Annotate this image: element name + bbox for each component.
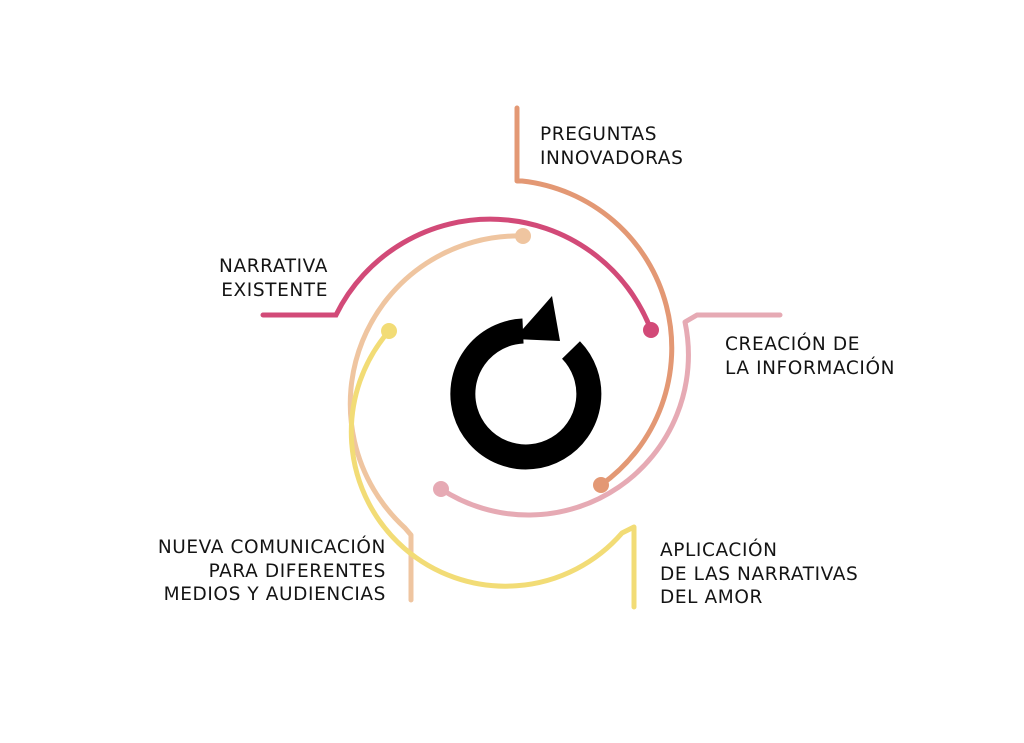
label-line: MEDIOS Y AUDIENCIAS bbox=[163, 584, 386, 605]
label-aplicacion: APLICACIÓN DE LAS NARRATIVAS DEL AMOR bbox=[660, 539, 858, 610]
cycle-arrow-icon bbox=[450, 296, 602, 470]
label-line: EXISTENTE bbox=[221, 279, 328, 301]
path-narrativa bbox=[260, 216, 659, 338]
label-line: APLICACIÓN bbox=[660, 540, 778, 561]
label-narrativa: NARRATIVA EXISTENTE bbox=[219, 255, 328, 302]
label-line: NUEVA COMUNICACIÓN bbox=[157, 537, 386, 558]
label-line: NARRATIVA bbox=[219, 256, 328, 277]
path-creacion bbox=[433, 312, 783, 518]
dot-nueva bbox=[515, 228, 531, 244]
label-line: DE LAS NARRATIVAS bbox=[660, 563, 859, 585]
label-nueva: NUEVA COMUNICACIÓN PARA DIFERENTES MEDIO… bbox=[158, 536, 386, 607]
path-nueva bbox=[347, 228, 531, 603]
dot-creacion bbox=[433, 481, 449, 497]
dot-narrativa bbox=[643, 322, 659, 338]
path-aplicacion bbox=[348, 323, 637, 610]
label-line: CREACIÓN DE bbox=[725, 334, 860, 355]
label-preguntas: PREGUNTAS INNOVADORAS bbox=[540, 123, 683, 170]
label-line: LA INFORMACIÓN bbox=[725, 357, 896, 379]
label-line: INNOVADORAS bbox=[540, 147, 684, 169]
label-line: DEL AMOR bbox=[660, 587, 763, 608]
label-line: PARA DIFERENTES bbox=[208, 560, 386, 582]
label-creacion: CREACIÓN DE LA INFORMACIÓN bbox=[725, 333, 895, 380]
dot-aplicacion bbox=[381, 323, 397, 339]
path-preguntas bbox=[514, 105, 675, 493]
dot-preguntas bbox=[593, 477, 609, 493]
label-line: PREGUNTAS bbox=[540, 124, 658, 145]
